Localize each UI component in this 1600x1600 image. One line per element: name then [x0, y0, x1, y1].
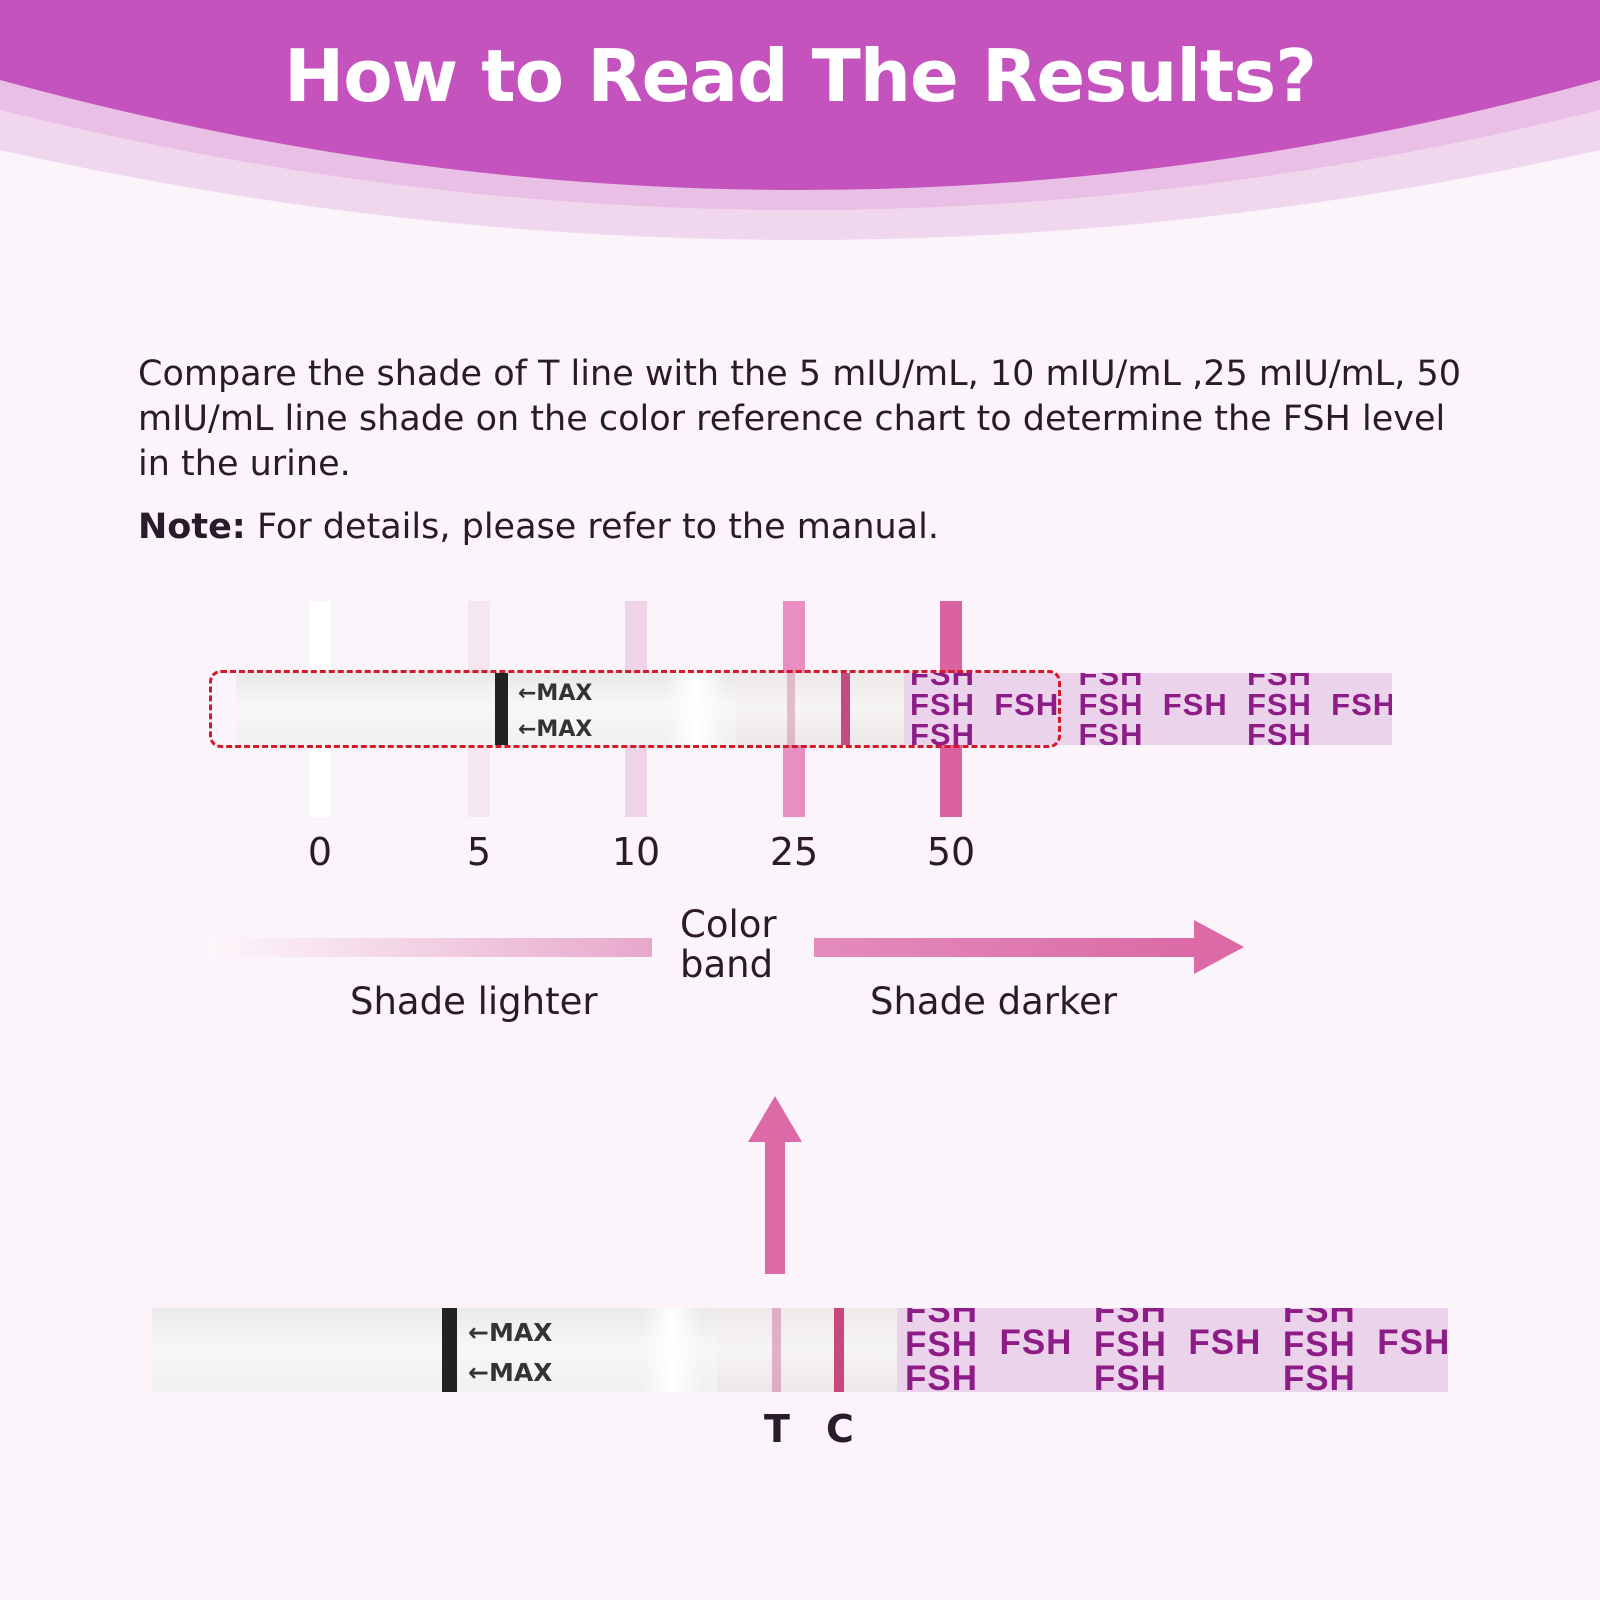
fsh-text: FSH	[999, 1323, 1073, 1362]
fsh-text: FSH	[1188, 1391, 1261, 1392]
strip-brand-area: FSH FSH FSH FSH FSH FSH FSH FSH FSH FSH …	[897, 1308, 1448, 1392]
fsh-text: FSH	[1246, 717, 1312, 745]
fsh-row: FSH FSH FSH FSH FSH FSH	[910, 673, 1392, 722]
c-line	[841, 673, 850, 745]
fsh-text: FSH	[1377, 1391, 1448, 1392]
fsh-text: FSH	[910, 687, 975, 722]
fsh-text: FSH	[1093, 1325, 1167, 1364]
color-band-label-line2: band	[680, 943, 774, 986]
strip-gloss	[666, 673, 726, 745]
fsh-text: FSH	[1078, 673, 1144, 692]
fsh-text: FSH	[905, 1308, 978, 1330]
fsh-row: FSH FSH FSH FSH FSH FSH	[905, 1325, 1448, 1365]
max-line	[442, 1308, 457, 1392]
reference-label-10: 10	[611, 830, 661, 874]
fsh-text: FSH	[1282, 1359, 1356, 1392]
sample-test-strip: ←MAX ←MAX FSH FSH FSH FSH FSH FSH FSH FS…	[152, 1308, 1448, 1392]
arrow-up-icon	[748, 1096, 802, 1142]
shade-darker-label: Shade darker	[870, 980, 1118, 1023]
c-line-label: C	[826, 1407, 854, 1451]
result-window-highlight	[209, 670, 1061, 748]
fsh-text: FSH	[905, 1359, 978, 1392]
note-text: Note: For details, please refer to the m…	[138, 505, 939, 550]
fsh-text: FSH	[1078, 687, 1144, 722]
fsh-text: FSH	[994, 687, 1060, 722]
fsh-row: FSH FSH FSH FSH FSH FSH	[905, 1359, 1448, 1392]
max-label-bottom: ←MAX	[518, 717, 593, 742]
fsh-text: FSH	[910, 673, 975, 692]
fsh-text: FSH	[1162, 687, 1228, 722]
strip-result-window	[717, 1308, 897, 1392]
fsh-text: FSH	[1246, 687, 1312, 722]
note-label: Note:	[138, 507, 246, 547]
arrow-up-shaft	[765, 1140, 785, 1274]
fsh-text: FSH	[910, 717, 975, 745]
fsh-text: FSH	[1093, 1359, 1167, 1392]
fsh-text: FSH	[1078, 717, 1144, 745]
header-banner	[0, 0, 1600, 240]
strip-gloss	[642, 1308, 702, 1392]
fsh-text: FSH	[1246, 673, 1312, 692]
reference-label-25: 25	[769, 830, 819, 874]
c-line	[834, 1308, 844, 1392]
arrow-right-icon	[1194, 920, 1244, 974]
t-line	[772, 1308, 781, 1392]
max-label-bottom: ←MAX	[468, 1358, 553, 1387]
fsh-text: FSH	[1282, 1325, 1356, 1364]
shade-lighter-label: Shade lighter	[350, 980, 598, 1023]
t-line-label: T	[764, 1407, 790, 1451]
reference-label-50: 50	[926, 830, 976, 874]
max-line	[495, 673, 508, 745]
strip-brand-area: FSH FSH FSH FSH FSH FSH FSH FSH FSH FSH …	[904, 673, 1392, 745]
reference-label-5: 5	[466, 830, 492, 874]
fsh-row: FSH FSH FSH FSH FSH FSH	[910, 717, 1392, 745]
fsh-row: FSH FSH FSH FSH FSH FSH	[905, 1308, 1448, 1362]
color-band-label-line1: Color	[680, 903, 777, 946]
instruction-text: Compare the shade of T line with the 5 m…	[138, 354, 1462, 484]
max-label-top: ←MAX	[468, 1318, 553, 1347]
lighter-gradient-bar	[207, 938, 652, 957]
page-title: How to Read The Results?	[283, 34, 1317, 118]
fsh-text: FSH	[905, 1325, 978, 1364]
fsh-text: FSH	[1282, 1308, 1356, 1330]
fsh-text: FSH	[1331, 687, 1392, 722]
t-line-faint	[787, 673, 795, 745]
reference-test-strip: ←MAX ←MAX FSH FSH FSH FSH FSH FSH FSH FS…	[236, 673, 1392, 745]
fsh-text: FSH	[1093, 1308, 1167, 1330]
fsh-text: FSH	[1377, 1323, 1448, 1362]
max-label-top: ←MAX	[518, 681, 593, 706]
fsh-text: FSH	[1188, 1323, 1262, 1362]
fsh-row: FSH FSH FSH FSH FSH FSH	[910, 687, 1392, 723]
darker-gradient-bar	[814, 938, 1194, 957]
reference-label-0: 0	[307, 830, 333, 874]
color-band-label: Color band	[680, 905, 777, 985]
note-body: For details, please refer to the manual.	[245, 507, 939, 547]
fsh-text: FSH	[999, 1391, 1072, 1392]
strip-result-window	[736, 673, 904, 745]
